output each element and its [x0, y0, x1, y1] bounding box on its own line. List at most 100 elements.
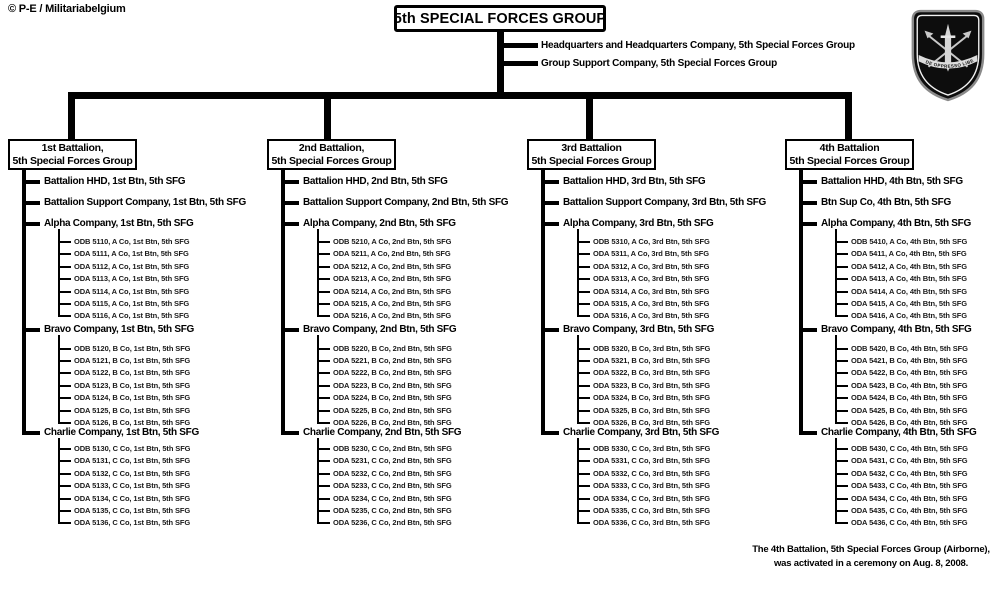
team-row-label: ODA 5413, A Co, 4th Btn, 5th SFG [851, 274, 967, 284]
connector-team-tick [835, 372, 848, 375]
connector-team-tick [58, 460, 71, 463]
unit-row-label: Btn Sup Co, 4th Btn, 5th SFG [821, 197, 951, 208]
connector-tick [799, 328, 817, 332]
chart-title: 5th SPECIAL FORCES GROUP [393, 10, 607, 27]
connector-team-tick [577, 278, 590, 281]
team-row-label: ODA 5431, C Co, 4th Btn, 5th SFG [851, 456, 968, 466]
sfg-beret-flash-logo: DE OPPRESSO LIBER [906, 7, 985, 102]
team-row-label: ODA 5423, B Co, 4th Btn, 5th SFG [851, 380, 968, 390]
connector-team-tick [835, 397, 848, 400]
connector-tick [541, 201, 559, 205]
connector-team-tick [58, 384, 71, 387]
team-row-label: ODA 5414, A Co, 4th Btn, 5th SFG [851, 286, 967, 296]
team-row-label: ODA 5435, C Co, 4th Btn, 5th SFG [851, 506, 968, 515]
team-row-label: ODA 5416, A Co, 4th Btn, 5th SFG [851, 311, 967, 321]
connector-battalion-drop-4 [845, 97, 852, 139]
connector-team-tick [317, 241, 330, 243]
connector-team-tick [835, 409, 848, 412]
connector-team-tick [317, 448, 330, 450]
connector-team-tick [577, 448, 590, 450]
team-row-label: ODA 5136, C Co, 1st Btn, 5th SFG [74, 518, 191, 528]
connector-trunk [799, 170, 803, 435]
connector-tick [799, 201, 817, 205]
connector-team-tick [577, 372, 590, 375]
connector-team-tick [58, 497, 71, 500]
connector-team-tick [577, 347, 590, 350]
team-row-label: ODA 5222, B Co, 2nd Btn, 5th SFG [333, 368, 452, 378]
connector-team-tick [58, 421, 71, 424]
team-row-label: ODA 5113, A Co, 1st Btn, 5th SFG [74, 274, 190, 284]
connector-team-tick [317, 510, 330, 512]
team-row-label: ODA 5322, B Co, 3rd Btn, 5th SFG [593, 368, 710, 378]
connector-tick [22, 222, 40, 226]
team-row-label: ODB 5210, A Co, 2nd Btn, 5th SFG [333, 237, 452, 246]
team-row-label: ODA 5426, B Co, 4th Btn, 5th SFG [851, 417, 968, 427]
connector-team-tick [577, 522, 590, 525]
team-row-label: ODA 5212, A Co, 2nd Btn, 5th SFG [333, 261, 452, 271]
team-row-label: ODA 5126, B Co, 1st Btn, 5th SFG [74, 417, 191, 427]
connector-team-tick [577, 472, 590, 475]
connector-team-tick [835, 359, 848, 362]
connector-tick [541, 328, 559, 332]
connector-team-tick [835, 485, 848, 488]
team-row-label: ODA 5313, A Co, 3rd Btn, 5th SFG [593, 274, 710, 284]
connector-team-tick [317, 384, 330, 387]
team-row-label: ODA 5226, B Co, 2nd Btn, 5th SFG [333, 417, 452, 427]
connector-tick [22, 201, 40, 205]
team-row-label: ODA 5425, B Co, 4th Btn, 5th SFG [851, 405, 968, 415]
connector-team-tick [58, 510, 71, 512]
team-row-label: ODA 5213, A Co, 2nd Btn, 5th SFG [333, 274, 452, 284]
connector-team-tick [835, 497, 848, 500]
team-row-label: ODB 5330, C Co, 3rd Btn, 5th SFG [593, 444, 711, 453]
unit-row-label: Battalion HHD, 1st Btn, 5th SFG [44, 176, 186, 187]
team-row-label: ODB 5410, A Co, 4th Btn, 5th SFG [851, 237, 968, 246]
connector-team-tick [835, 510, 848, 512]
team-row-label: ODA 5225, B Co, 2nd Btn, 5th SFG [333, 405, 452, 415]
connector-team-tick [577, 397, 590, 400]
team-row-label: ODA 5224, B Co, 2nd Btn, 5th SFG [333, 393, 452, 403]
team-row-label: ODA 5314, A Co, 3rd Btn, 5th SFG [593, 286, 710, 296]
team-row-label: ODA 5232, C Co, 2nd Btn, 5th SFG [333, 468, 452, 478]
connector-team-tick [577, 409, 590, 412]
team-row-label: ODA 5434, C Co, 4th Btn, 5th SFG [851, 493, 968, 503]
connector-battalion-drop-2 [324, 97, 331, 139]
company-row-label: Alpha Company, 4th Btn, 5th SFG [821, 218, 971, 229]
unit-row-label: Battalion HHD, 4th Btn, 5th SFG [821, 176, 963, 187]
beret-flash-inner-border [916, 14, 980, 96]
team-row-label: ODB 5130, C Co, 1st Btn, 5th SFG [74, 444, 191, 453]
team-row-label: ODA 5432, C Co, 4th Btn, 5th SFG [851, 468, 968, 478]
connector-company-trunk [317, 438, 319, 525]
group-unit-gsc-label: Group Support Company, 5th Special Force… [541, 58, 777, 69]
battalion-box-line: 5th Special Forces Group [271, 154, 392, 167]
connector-team-tick [58, 359, 71, 362]
team-row-label: ODA 5335, C Co, 3rd Btn, 5th SFG [593, 506, 710, 515]
connector-team-tick [835, 278, 848, 281]
battalion-box-line: 5th Special Forces Group [12, 154, 133, 167]
connector-company-trunk [58, 229, 60, 318]
connector-team-tick [835, 421, 848, 424]
connector-team-tick [835, 253, 848, 256]
connector-team-tick [58, 397, 71, 400]
team-row-label: ODA 5336, C Co, 3rd Btn, 5th SFG [593, 518, 710, 528]
connector-team-tick [317, 372, 330, 375]
team-row-label: ODA 5214, A Co, 2nd Btn, 5th SFG [333, 286, 452, 296]
connector-trunk [22, 170, 26, 435]
connector-team-tick [317, 421, 330, 424]
connector-team-tick [577, 497, 590, 500]
connector-tick [799, 222, 817, 226]
team-row-label: ODB 5230, C Co, 2nd Btn, 5th SFG [333, 444, 452, 453]
team-row-label: ODA 5233, C Co, 2nd Btn, 5th SFG [333, 481, 452, 491]
connector-tick [541, 222, 559, 226]
sf-crest-dagger-icon [940, 23, 956, 72]
connector-team-tick [835, 290, 848, 293]
connector-team-tick [58, 472, 71, 475]
connector-team-tick [317, 303, 330, 305]
connector-team-tick [835, 460, 848, 463]
team-row-label: ODA 5325, B Co, 3rd Btn, 5th SFG [593, 405, 710, 415]
team-row-label: ODA 5121, B Co, 1st Btn, 5th SFG [74, 355, 191, 365]
company-row-label: Bravo Company, 2nd Btn, 5th SFG [303, 324, 457, 335]
connector-team-tick [577, 485, 590, 488]
team-row-label: ODB 5220, B Co, 2nd Btn, 5th SFG [333, 343, 452, 353]
connector-gsc-stub [500, 61, 538, 66]
